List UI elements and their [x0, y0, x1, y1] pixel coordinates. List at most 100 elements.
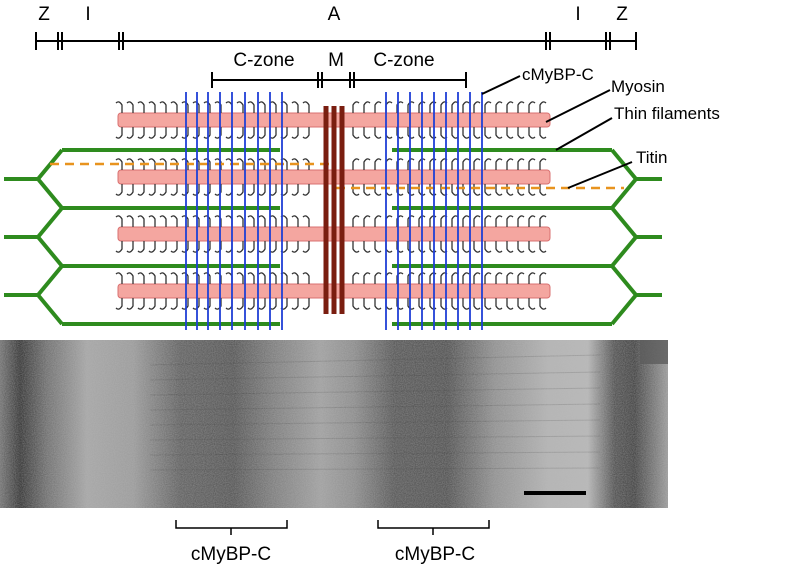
myosin-head: [517, 158, 525, 170]
myosin-head: [181, 298, 189, 310]
myosin-head: [126, 298, 134, 310]
myosin-head: [115, 272, 123, 284]
myosin-callout-label: Myosin: [611, 77, 665, 96]
myosin-head: [192, 184, 200, 196]
myosin-head: [148, 158, 156, 170]
myosin-head: [462, 272, 470, 284]
myosin-head: [407, 101, 415, 113]
myosin-head: [462, 127, 470, 139]
m-line-bar: [331, 106, 337, 314]
myosin-head: [159, 158, 167, 170]
myosin-head: [192, 272, 200, 284]
myosin-head: [396, 241, 404, 253]
myosin-head: [473, 298, 481, 310]
myosin-head: [517, 184, 525, 196]
myosin-head: [236, 272, 244, 284]
myosin-head: [137, 184, 145, 196]
z-disc-right: [610, 148, 638, 326]
m-line-label: M: [328, 50, 344, 71]
myosin-head: [247, 215, 255, 227]
myosin-head: [506, 215, 514, 227]
myosin-head: [506, 101, 514, 113]
myosin-head: [374, 101, 382, 113]
myosin-head: [363, 127, 371, 139]
myosin-head: [539, 272, 547, 284]
myosin-head: [214, 272, 222, 284]
i-band-left-label: I: [85, 4, 90, 25]
myosin-head: [170, 101, 178, 113]
myosin-head: [137, 298, 145, 310]
myosin-head: [126, 184, 134, 196]
myosin-head: [302, 184, 310, 196]
myosin-head: [203, 184, 211, 196]
myosin-head: [159, 215, 167, 227]
myosin-head: [484, 215, 492, 227]
cmybpc-leader: [481, 75, 521, 95]
myosin-head: [192, 298, 200, 310]
myosin-head: [473, 272, 481, 284]
myosin-head: [170, 158, 178, 170]
myosin-head: [170, 184, 178, 196]
myosin-head: [429, 215, 437, 227]
myosin-head: [374, 272, 382, 284]
myosin-head: [363, 184, 371, 196]
myosin-head: [528, 184, 536, 196]
myosin-head: [396, 184, 404, 196]
myosin-head: [170, 215, 178, 227]
myosin-head: [214, 127, 222, 139]
band-scale: [35, 32, 637, 50]
myosin-head: [429, 184, 437, 196]
myosin-head: [462, 184, 470, 196]
myosin-head: [236, 298, 244, 310]
myosin-head: [473, 241, 481, 253]
titin-filaments: [50, 162, 624, 190]
myosin-head: [363, 272, 371, 284]
myosin-head: [374, 127, 382, 139]
myosin-head: [258, 101, 266, 113]
myosin-head: [148, 184, 156, 196]
myosin-head: [159, 298, 167, 310]
myosin-head: [352, 158, 360, 170]
myosin-head: [407, 298, 415, 310]
thin-filaments: [4, 148, 662, 326]
myosin-head: [170, 241, 178, 253]
myosin-head: [517, 272, 525, 284]
z-line-left-label: Z: [38, 4, 50, 25]
myosin-head: [396, 158, 404, 170]
z-disc-left: [36, 148, 64, 326]
myosin-head: [495, 101, 503, 113]
myosin-head: [302, 158, 310, 170]
myosin-head: [115, 215, 123, 227]
myosin-head: [258, 127, 266, 139]
myosin-head: [159, 241, 167, 253]
myosin-head: [363, 241, 371, 253]
myosin-head: [126, 101, 134, 113]
myosin-head: [137, 215, 145, 227]
myosin-head: [181, 215, 189, 227]
zone-scale: [211, 72, 467, 88]
myosin-head: [291, 158, 299, 170]
m-line-bars: [323, 106, 345, 314]
titin-leader: [567, 161, 633, 189]
myosin-head: [484, 184, 492, 196]
myosin-head: [517, 127, 525, 139]
myosin-head: [148, 215, 156, 227]
myosin-head: [539, 184, 547, 196]
myosin-head: [539, 215, 547, 227]
myosin-head: [429, 158, 437, 170]
myosin-head: [495, 272, 503, 284]
myosin-head: [484, 158, 492, 170]
myosin-head: [506, 127, 514, 139]
myosin-head: [291, 184, 299, 196]
myosin-head: [302, 101, 310, 113]
myosin-head: [247, 101, 255, 113]
myosin-head: [137, 241, 145, 253]
thin-filaments-leader: [555, 117, 613, 151]
cmybpc-bracket-right-label: cMyBP-C: [395, 544, 475, 565]
myosin-head: [302, 215, 310, 227]
myosin-head: [517, 241, 525, 253]
myosin-head: [203, 127, 211, 139]
cmybpc-stripes: [185, 92, 483, 330]
myosin-head: [137, 127, 145, 139]
